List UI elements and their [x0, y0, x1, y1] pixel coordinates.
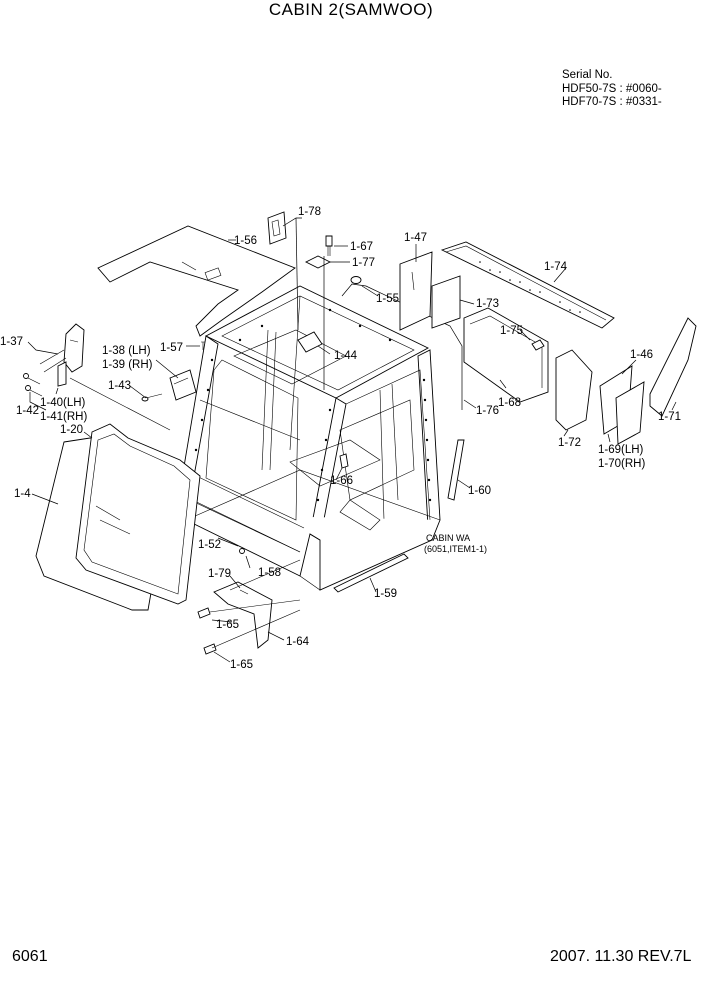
callout-labels: 1-78 1-56 1-67 1-77 1-47 1-74 1-55 1-73 … — [0, 206, 681, 671]
callout-1-55: 1-55 — [376, 293, 399, 305]
callout-1-72: 1-72 — [558, 437, 581, 449]
callout-1-39-rh: 1-39 (RH) — [102, 359, 153, 371]
serial-number-block: Serial No. HDF50-7S : #0060- HDF70-7S : … — [562, 69, 662, 110]
page-title: CABIN 2(SAMWOO) — [268, 0, 434, 19]
callout-1-37: 1-37 — [0, 336, 23, 348]
side-trims — [599, 317, 697, 445]
callout-1-52: 1-52 — [198, 539, 221, 551]
callout-1-77: 1-77 — [352, 257, 375, 269]
callout-1-20: 1-20 — [60, 424, 83, 436]
page-number: 6061 — [12, 948, 48, 965]
callout-1-70-rh: 1-70(RH) — [598, 458, 645, 470]
serial-heading: Serial No. — [562, 69, 613, 81]
leader-lines — [27, 217, 677, 663]
callout-1-74: 1-74 — [544, 261, 568, 273]
callout-1-68: 1-68 — [498, 397, 521, 409]
callout-1-42: 1-42 — [16, 405, 39, 417]
callout-1-71: 1-71 — [658, 411, 681, 423]
lower-bracket — [197, 548, 273, 655]
callout-1-38-lh: 1-38 (LH) — [102, 345, 151, 357]
callout-1-69-lh: 1-69(LH) — [598, 444, 644, 456]
callout-1-57: 1-57 — [160, 342, 183, 354]
serial-line-hdf70: HDF70-7S : #0331- — [562, 96, 662, 108]
roof-panel — [97, 225, 296, 337]
frame-rivets — [188, 308, 432, 502]
callout-1-41-rh: 1-41(RH) — [40, 411, 87, 423]
callout-1-44: 1-44 — [334, 350, 358, 362]
callout-1-4: 1-4 — [14, 488, 31, 500]
callout-1-56: 1-56 — [234, 235, 257, 247]
callout-1-40-lh: 1-40(LH) — [40, 397, 86, 409]
note-cabin-wa-ref: (6051,ITEM1-1) — [424, 544, 487, 554]
callout-1-47: 1-47 — [404, 232, 427, 244]
callout-1-79: 1-79 — [208, 568, 231, 580]
callout-1-59: 1-59 — [374, 588, 397, 600]
headliner-dots — [479, 261, 581, 313]
callout-1-67: 1-67 — [350, 241, 373, 253]
callout-1-65-lower: 1-65 — [230, 659, 253, 671]
door-glass — [35, 423, 201, 611]
callout-1-76: 1-76 — [476, 405, 499, 417]
callout-1-46: 1-46 — [630, 349, 653, 361]
note-cabin-wa: CABIN WA — [426, 533, 470, 543]
callout-1-78: 1-78 — [298, 206, 321, 218]
callout-1-58: 1-58 — [258, 567, 281, 579]
callout-1-65-upper: 1-65 — [216, 619, 239, 631]
serial-line-hdf50: HDF50-7S : #0060- — [562, 82, 662, 95]
side-strips — [333, 439, 465, 593]
callout-1-73: 1-73 — [476, 298, 499, 310]
callout-1-66: 1-66 — [330, 475, 353, 487]
mirror-assembly — [23, 323, 197, 402]
callout-1-43: 1-43 — [108, 380, 131, 392]
callout-1-75: 1-75 — [500, 325, 523, 337]
roof-small-parts — [201, 211, 463, 469]
callout-1-64: 1-64 — [286, 636, 310, 648]
callout-1-60: 1-60 — [468, 485, 491, 497]
revision-date: 2007. 11.30 REV.7L — [550, 948, 692, 965]
headliner-parts — [399, 241, 615, 431]
